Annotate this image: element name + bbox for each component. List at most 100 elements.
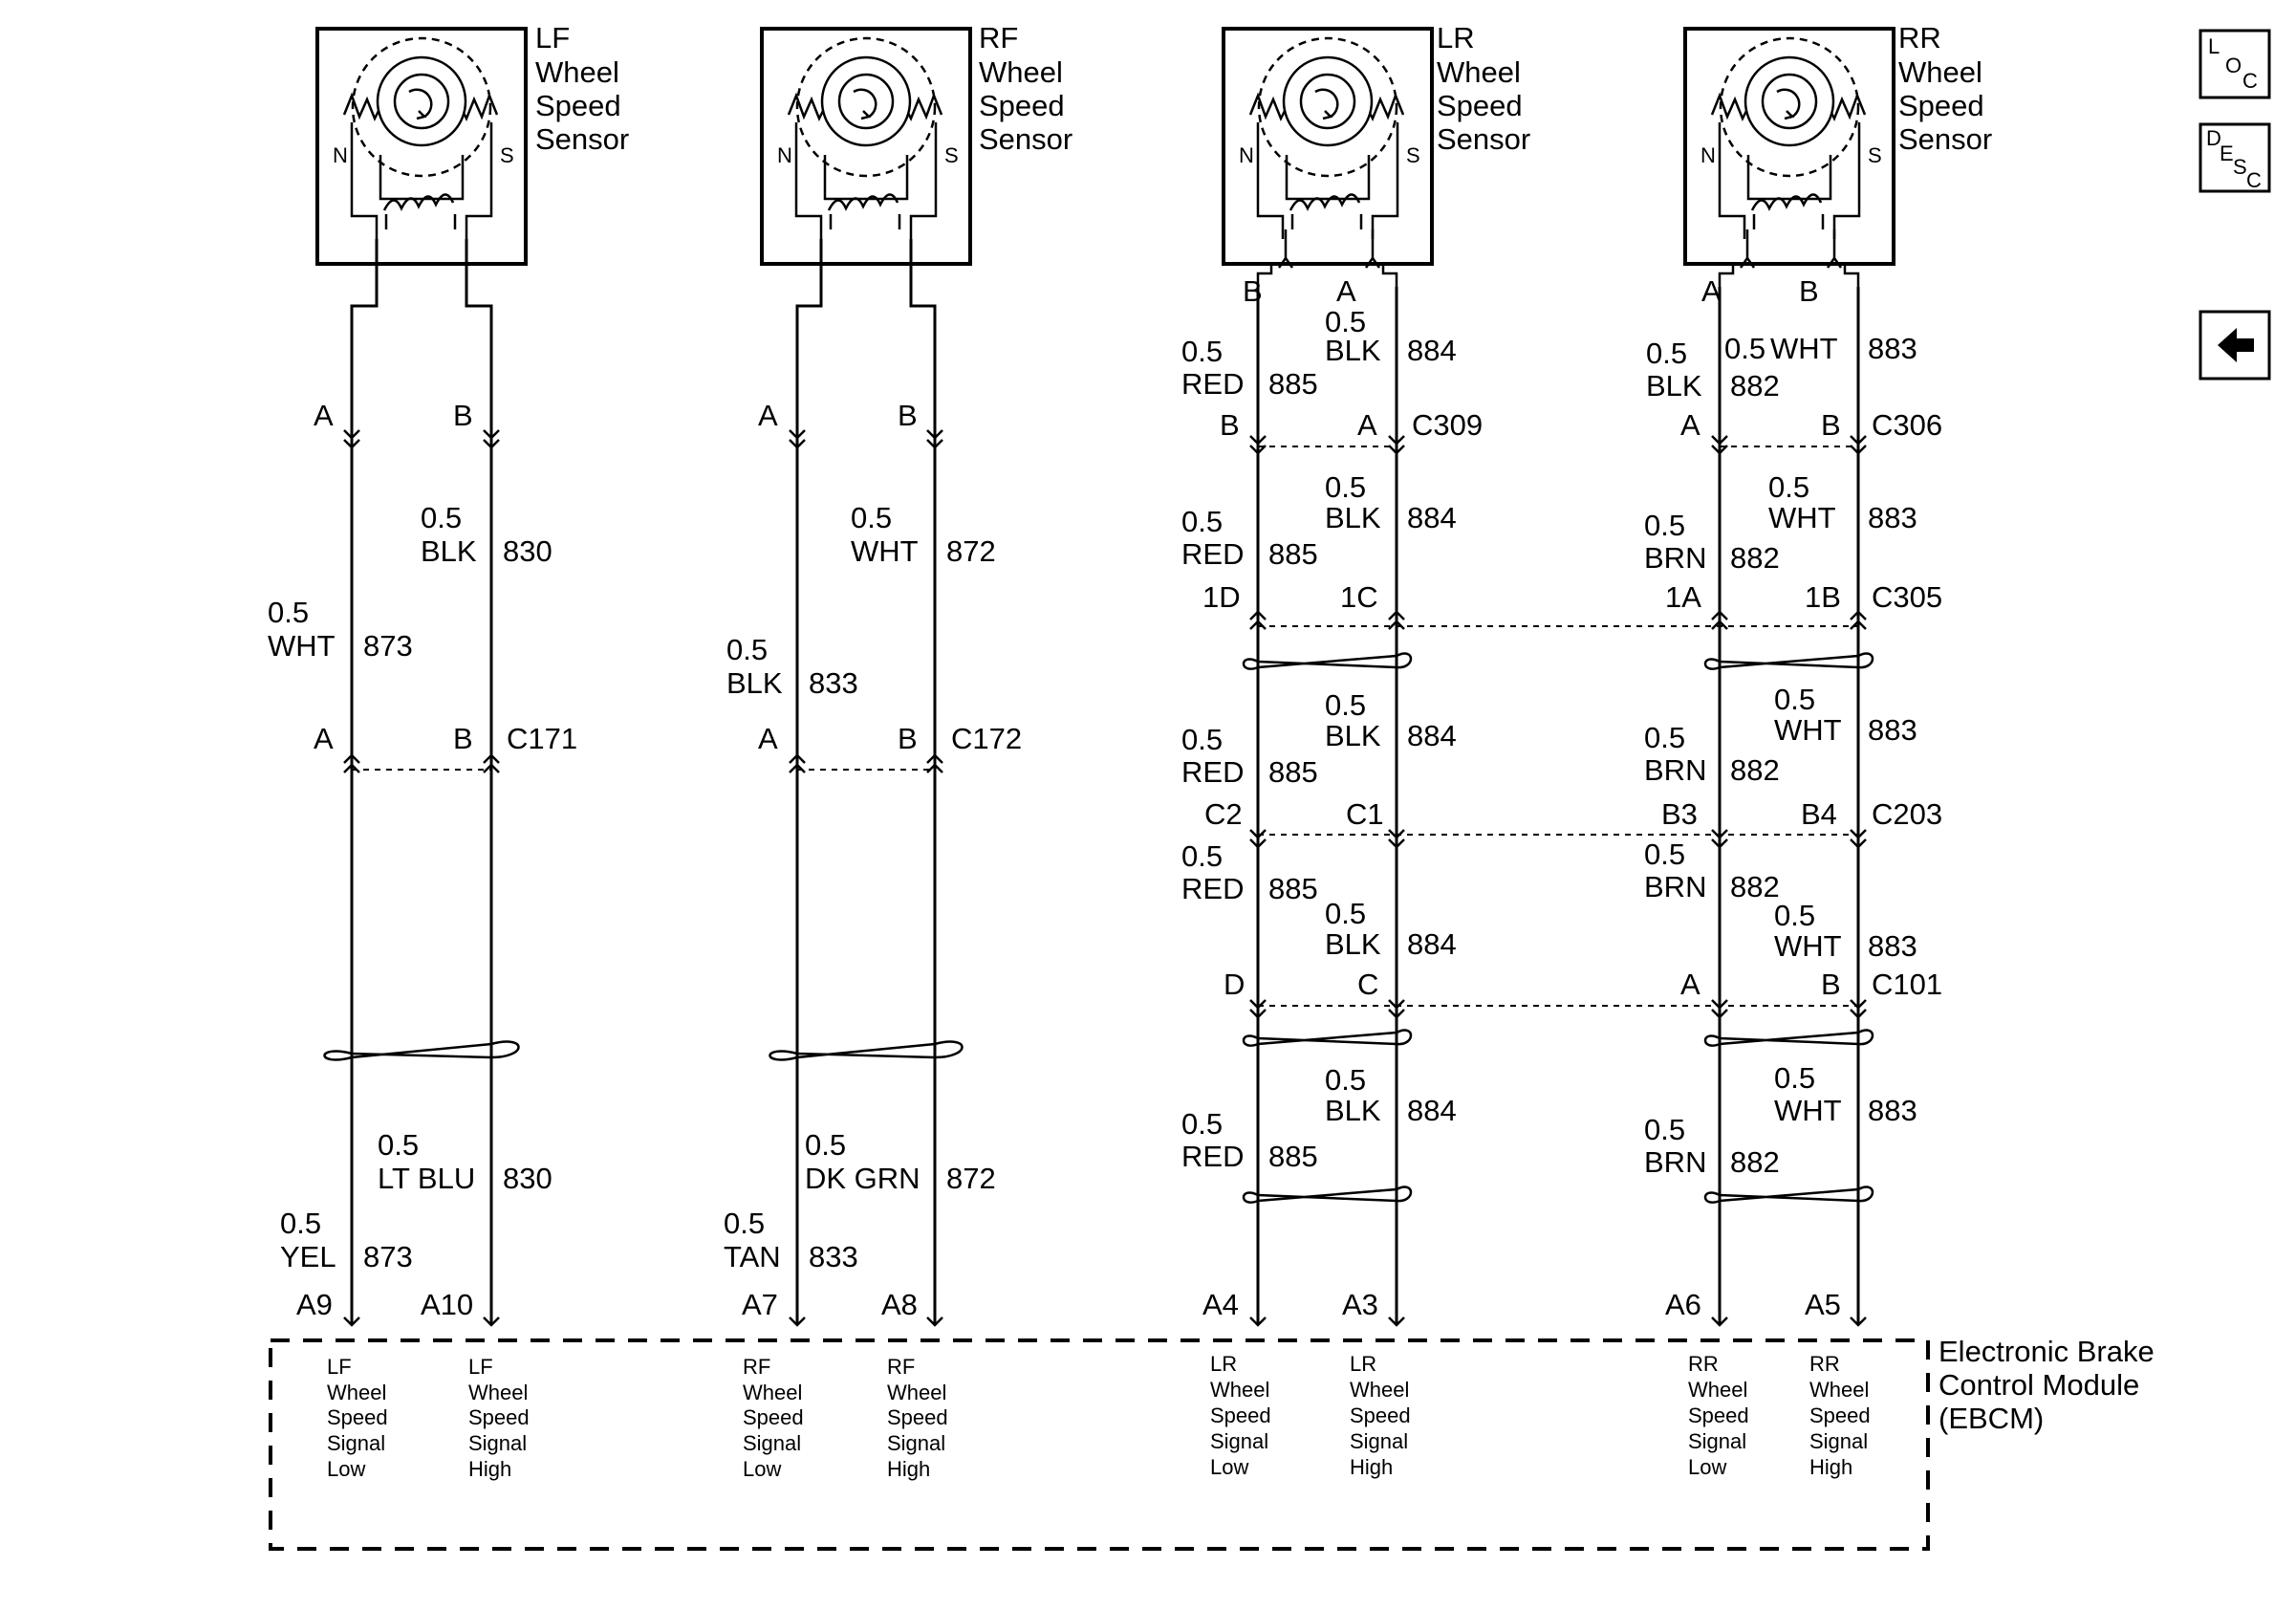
pin-label: A: [758, 722, 778, 755]
title-line: Speed: [1437, 89, 1523, 122]
wire-size: 0.5: [1181, 1107, 1223, 1141]
title-line: Speed: [1898, 89, 1984, 122]
connector-chevrons: [343, 429, 1867, 1327]
pin-label: B: [1821, 408, 1841, 442]
circuit-number: 885: [1268, 755, 1318, 789]
wire-size: 0.5: [1181, 335, 1223, 368]
wire-size: 0.5: [724, 1207, 765, 1240]
rr-signal-high-label: RR Wheel Speed Signal High: [1809, 1352, 1871, 1479]
pin-label: C2: [1204, 797, 1243, 831]
wire-size: 0.5: [1646, 337, 1687, 370]
button-letter: D: [2206, 126, 2221, 150]
wire-color: TAN: [724, 1240, 781, 1273]
terminal-label: A10: [421, 1288, 473, 1321]
wires: [350, 239, 1860, 1324]
connector-id: C101: [1872, 968, 1942, 1001]
module-name-line: (EBCM): [1939, 1402, 2044, 1435]
wire-size: 0.5: [280, 1207, 321, 1240]
button-letter: L: [2208, 34, 2220, 58]
rr-seg1-right-color: WHT: [1770, 332, 1838, 365]
location-button[interactable]: L O C: [2199, 29, 2271, 99]
pin-label: B: [1243, 274, 1263, 308]
connector-dashes: [352, 446, 1858, 1007]
wire-size: 0.5: [1768, 470, 1809, 504]
circuit-number: 882: [1730, 1145, 1780, 1179]
wire-color: BLK: [1325, 334, 1381, 367]
module-name-line: Electronic Brake: [1939, 1335, 2155, 1368]
wire-color: BRN: [1644, 541, 1706, 575]
pin-label: 1D: [1202, 580, 1241, 614]
circuit-number: 885: [1268, 537, 1318, 571]
pin-label: A: [1680, 968, 1700, 1001]
wire-color: BLK: [1325, 927, 1381, 961]
pin-label: B: [898, 399, 918, 432]
pin-label: 1C: [1340, 580, 1378, 614]
signal-label-line: Signal: [468, 1431, 527, 1455]
ebcm-signal-labels: LF Wheel Speed Signal Low LF Wheel Speed…: [327, 1352, 1871, 1481]
connector-id: C171: [507, 722, 577, 755]
signal-label-line: Low: [743, 1457, 781, 1481]
terminal-label: A6: [1665, 1288, 1701, 1321]
terminal-label: A7: [742, 1288, 778, 1321]
wire-size: 0.5: [805, 1128, 846, 1162]
circuit-number: 883: [1868, 332, 1917, 365]
pin-label: A: [314, 722, 334, 755]
sensor-pin-stubs: [1256, 229, 1860, 287]
pin-label: D: [1224, 968, 1245, 1001]
signal-label-line: Speed: [1350, 1403, 1411, 1427]
wire-color: BLK: [1325, 1094, 1381, 1127]
south-pole-label: S: [1868, 143, 1882, 167]
signal-label-line: Speed: [468, 1405, 530, 1429]
circuit-number: 883: [1868, 1094, 1917, 1127]
lf-wire-low: [350, 239, 379, 1324]
signal-label-line: LR: [1350, 1352, 1376, 1376]
ebcm-module-name: Electronic Brake Control Module (EBCM): [1939, 1335, 2155, 1435]
wire-color: YEL: [280, 1240, 336, 1273]
connector-id: C172: [951, 722, 1022, 755]
circuit-number: 882: [1730, 369, 1780, 402]
lf-signal-high-label: LF Wheel Speed Signal High: [468, 1355, 530, 1481]
wire-color: RED: [1181, 872, 1244, 905]
south-pole-label: S: [1406, 143, 1420, 167]
terminal-label: A3: [1342, 1288, 1378, 1321]
north-pole-label: N: [1700, 143, 1716, 167]
signal-label-line: Speed: [1688, 1403, 1749, 1427]
wire-color: BLK: [421, 534, 477, 568]
lr-sensor-title: LR Wheel Speed Sensor: [1437, 21, 1530, 156]
twisted-pair-symbols: [323, 652, 1874, 1204]
lf-sensor-title: LF Wheel Speed Sensor: [535, 21, 629, 156]
lr-wire-labels: B A 0.5 BLK 884 0.5 RED 885 B A C309 0.5…: [1181, 274, 1483, 1321]
rf-wire-high: [909, 239, 937, 1324]
pin-label: B: [1799, 274, 1819, 308]
terminal-label: A9: [296, 1288, 333, 1321]
back-arrow-icon: [2218, 328, 2254, 362]
pin-label: A: [1357, 408, 1377, 442]
back-button[interactable]: [2199, 310, 2271, 381]
button-letter: E: [2220, 141, 2234, 165]
wire-color: WHT: [851, 534, 919, 568]
pin-label: A: [1336, 274, 1356, 308]
description-button[interactable]: D E S C: [2199, 122, 2271, 193]
pin-label: B3: [1661, 797, 1698, 831]
pin-label: C1: [1346, 797, 1384, 831]
lf-wheel-speed-sensor: N S: [315, 27, 528, 266]
module-name-line: Control Module: [1939, 1368, 2139, 1402]
connector-id: C306: [1872, 408, 1942, 442]
wire-color: WHT: [1774, 929, 1842, 963]
connector-id: C203: [1872, 797, 1942, 831]
signal-label-line: Wheel: [327, 1381, 386, 1404]
wire-size: 0.5: [1774, 899, 1815, 932]
wire-size: 0.5: [1181, 839, 1223, 873]
lf-signal-low-label: LF Wheel Speed Signal Low: [327, 1355, 388, 1481]
circuit-number: 872: [946, 1162, 996, 1195]
wire-size: 0.5: [1644, 1113, 1685, 1146]
terminal-label: A8: [881, 1288, 918, 1321]
wire-size: 0.5: [1325, 897, 1366, 930]
signal-label-line: Low: [327, 1457, 365, 1481]
wire-size: 0.5: [268, 596, 309, 629]
signal-label-line: Wheel: [1350, 1378, 1409, 1402]
wire-size: 0.5: [1774, 1061, 1815, 1095]
wire-color: DK GRN: [805, 1162, 921, 1195]
pin-label: B: [453, 399, 473, 432]
